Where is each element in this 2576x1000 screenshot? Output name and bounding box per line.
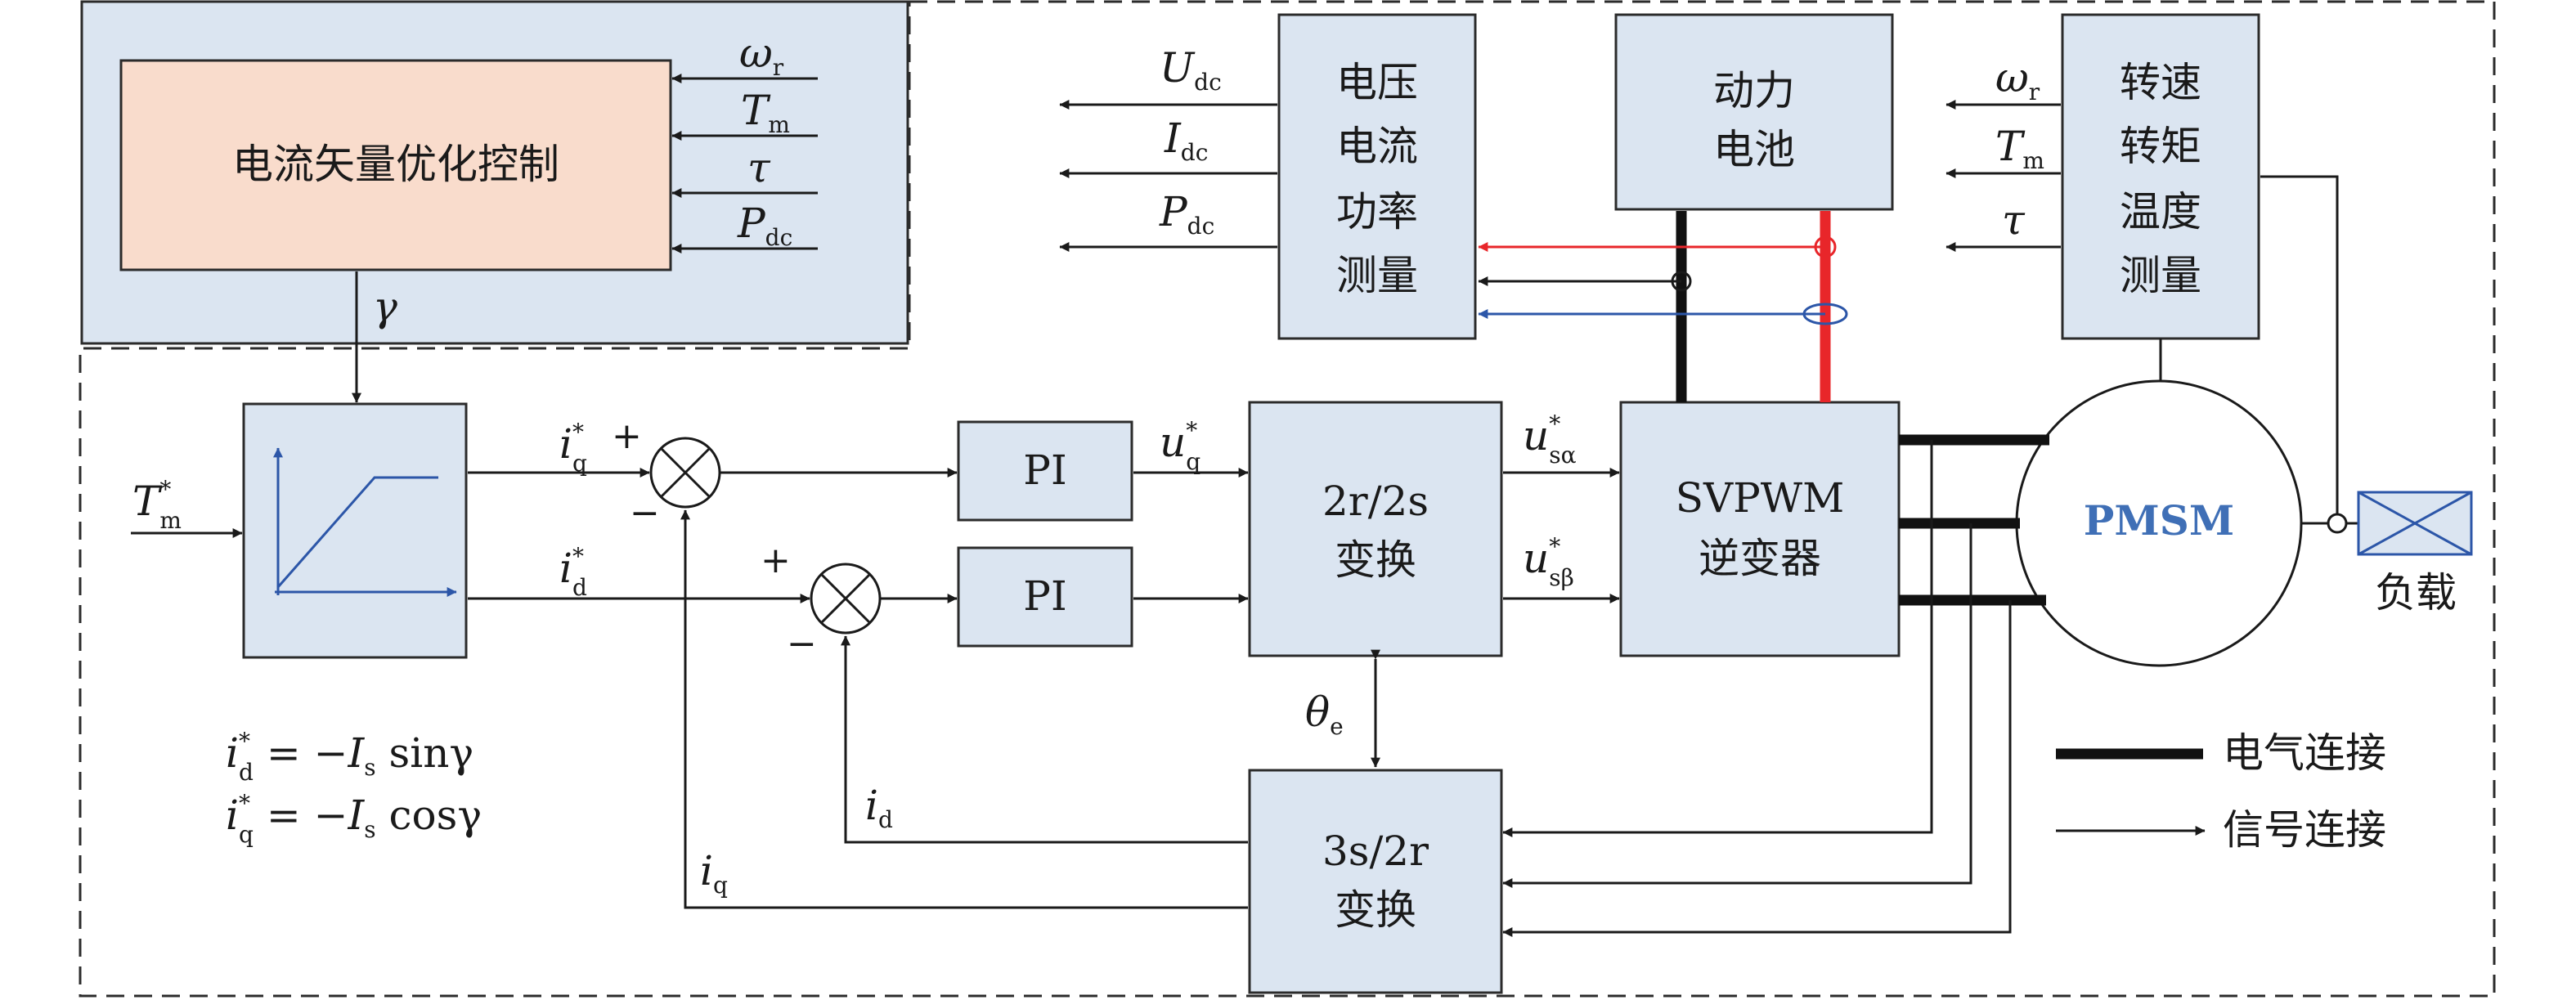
d-minus-sign: −: [787, 623, 817, 665]
transform-3s2r-label-2: 变换: [1335, 886, 1416, 934]
speed-measure-line-1: 转速: [2120, 59, 2201, 106]
load-box-icon: [2357, 491, 2473, 556]
current-vector-optimizer-block: [119, 59, 672, 271]
limiter-graph-icon: [273, 447, 457, 597]
d-plus-sign: +: [761, 540, 791, 581]
voltage-current-power-measurement-block: [1277, 13, 1477, 340]
transform-3s2r-label-1: 3s/2r: [1322, 827, 1429, 875]
pmsm-label: PMSM: [2084, 496, 2234, 545]
iq-feedback-label: iq: [700, 847, 728, 899]
iq-feedback-path: [680, 509, 1248, 909]
id-feedback-label: id: [865, 782, 893, 833]
pdc-label: Pdc: [1159, 188, 1214, 240]
vi-measure-line-4: 测量: [1336, 252, 1418, 299]
battery-line-2: 电池: [1713, 126, 1795, 173]
speed-measure-line-4: 测量: [2120, 252, 2201, 299]
phase-b-sense: [1502, 523, 1972, 888]
id-ref-label: i*d: [559, 543, 587, 601]
tm-output-label: Tm: [1995, 123, 2044, 174]
legend-signal-label: 信号连接: [2223, 806, 2386, 854]
optimizer-omega-label: ωr: [739, 29, 784, 81]
red-sense-node: [1814, 235, 1837, 258]
power-battery-block: [1614, 13, 1894, 211]
usa-ref-label: u*sα: [1523, 410, 1577, 469]
current-command-block: [242, 402, 468, 659]
park-inverse-transform-block: [1248, 401, 1503, 657]
phase-c-sense: [1502, 600, 2012, 937]
omega-output-label: ωr: [1995, 54, 2040, 105]
vi-measure-line-2: 电流: [1336, 123, 1418, 170]
id-feedback-path: [841, 635, 1248, 844]
speed-measure-line-3: 温度: [2120, 188, 2201, 235]
speed-torque-temp-measurement-block: [2061, 13, 2260, 340]
shaft-sensor-node: [2327, 513, 2348, 534]
tau-output-label: τ: [2002, 196, 2026, 244]
q-axis-pi-controller: [957, 420, 1133, 522]
iq-ref-label: i*q: [559, 419, 587, 477]
legend-electrical-label: 电气连接: [2223, 729, 2386, 777]
load-label: 负载: [2375, 569, 2457, 617]
speed-measure-line-2: 转矩: [2120, 123, 2201, 170]
optimizer-pdc-label: Pdc: [737, 200, 792, 251]
phase-a-sense: [1502, 440, 1933, 837]
optimizer-tm-label: Tm: [741, 87, 790, 138]
q-minus-sign: −: [630, 492, 660, 534]
d-axis-summing-junction: [810, 563, 882, 635]
park-transform-block: [1248, 769, 1503, 994]
svpwm-inverter-block: [1619, 401, 1901, 657]
q-axis-summing-junction: [649, 437, 721, 509]
q-plus-sign: +: [612, 415, 642, 457]
d-axis-pi-controller: [957, 546, 1133, 648]
idc-label: Idc: [1164, 114, 1208, 166]
gamma-label: γ: [373, 283, 397, 330]
usb-ref-label: u*sβ: [1523, 533, 1574, 591]
optimizer-tau-label: τ: [747, 144, 771, 191]
svpwm-label: SVPWM: [1676, 474, 1845, 522]
vi-measure-line-3: 功率: [1336, 188, 1418, 235]
d-pi-label: PI: [1023, 572, 1066, 620]
current-probe-ring: [1802, 303, 1848, 325]
vi-measure-line-1: 电压: [1336, 59, 1418, 106]
q-pi-label: PI: [1023, 446, 1066, 494]
torque-ref-label: T*m: [132, 476, 182, 534]
shaft-sensor-lead: [2260, 175, 2339, 514]
transform-2r2s-label-2: 变换: [1335, 536, 1416, 584]
theta-label: θe: [1305, 688, 1344, 740]
uq-ref-label: u*q: [1160, 417, 1200, 475]
equation-id: i*d = −Is sinγ: [226, 728, 473, 786]
inverter-label: 逆变器: [1699, 535, 1821, 582]
optimizer-label: 电流矢量优化控制: [232, 141, 559, 188]
battery-line-1: 动力: [1713, 67, 1795, 114]
control-region-border: [79, 0, 2496, 998]
transform-2r2s-label-1: 2r/2s: [1322, 478, 1429, 525]
equation-iq: i*q = −Is cosγ: [226, 790, 482, 848]
udc-label: Udc: [1160, 44, 1222, 96]
black-sense-node: [1671, 271, 1692, 292]
